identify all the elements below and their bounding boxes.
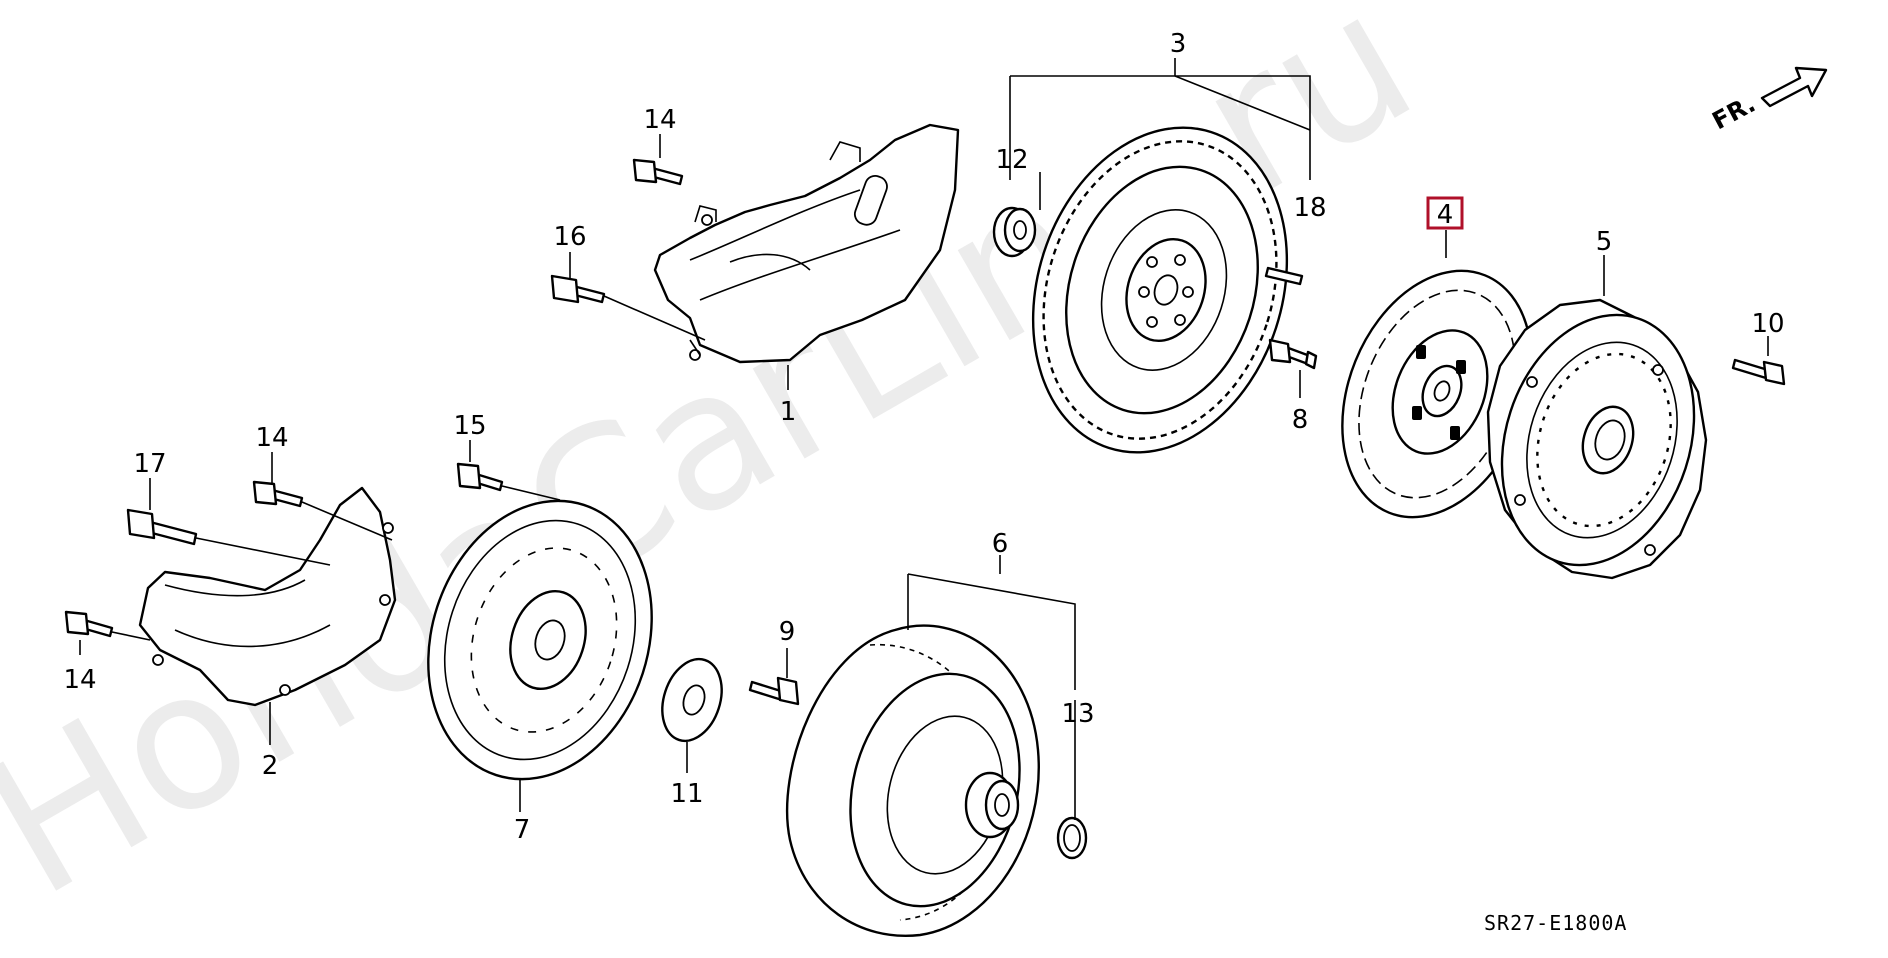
callout-14-middle[interactable]: 14 — [255, 423, 288, 453]
part-12-pilot-bearing[interactable] — [992, 206, 1037, 258]
front-direction-indicator: FR. — [1708, 66, 1828, 136]
callout-11[interactable]: 11 — [670, 779, 703, 809]
diagram-code: SR27-E1800A — [1484, 911, 1627, 935]
callout-12[interactable]: 12 — [995, 145, 1028, 175]
callout-10[interactable]: 10 — [1751, 309, 1784, 339]
callout-1[interactable]: 1 — [780, 397, 797, 427]
callout-6[interactable]: 6 — [992, 529, 1009, 559]
part-11-plate[interactable] — [652, 651, 731, 748]
part-3-flywheel[interactable] — [993, 94, 1328, 485]
callout-14-upper[interactable]: 14 — [643, 105, 676, 135]
callout-17[interactable]: 17 — [133, 449, 166, 479]
part-14-bolt-lower[interactable] — [64, 610, 114, 638]
leader-lines — [79, 58, 1769, 820]
callout-2[interactable]: 2 — [262, 751, 279, 781]
part-15-bolt[interactable] — [456, 462, 504, 492]
part-7-drive-plate[interactable] — [393, 472, 686, 809]
callout-7[interactable]: 7 — [514, 815, 531, 845]
part-14-bolt-upper[interactable] — [632, 158, 684, 186]
part-6-torque-converter[interactable] — [785, 624, 1043, 938]
part-14-bolt-middle[interactable] — [252, 480, 304, 508]
fr-label: FR. — [1708, 90, 1760, 136]
callout-3[interactable]: 3 — [1170, 29, 1187, 59]
callout-8[interactable]: 8 — [1292, 405, 1309, 435]
callout-4[interactable]: 4 — [1437, 200, 1454, 230]
callout-4-highlight-box — [1426, 196, 1464, 230]
callout-14-lower[interactable]: 14 — [63, 665, 96, 695]
callout-16[interactable]: 16 — [553, 222, 586, 252]
fr-arrow-icon — [1760, 66, 1828, 108]
part-10-bolt[interactable] — [1731, 358, 1786, 386]
part-8-bolt[interactable] — [1268, 338, 1318, 370]
part-5-pressure-plate[interactable] — [1471, 290, 1725, 590]
callouts: 1 2 3 4 5 6 7 8 9 10 11 12 13 14 14 14 1… — [63, 29, 1784, 845]
part-17-bolt[interactable] — [126, 508, 198, 546]
callout-18[interactable]: 18 — [1293, 193, 1326, 223]
callout-9[interactable]: 9 — [779, 617, 796, 647]
part-16-bolt[interactable] — [550, 274, 606, 304]
callout-15[interactable]: 15 — [453, 411, 486, 441]
part-2-lower-cover[interactable] — [138, 486, 397, 707]
part-9-bolt[interactable] — [748, 676, 800, 706]
callout-5[interactable]: 5 — [1596, 227, 1613, 257]
callout-13[interactable]: 13 — [1061, 699, 1094, 729]
part-18-dowel-pin[interactable] — [1264, 266, 1304, 286]
part-13-o-ring[interactable] — [1056, 816, 1088, 860]
